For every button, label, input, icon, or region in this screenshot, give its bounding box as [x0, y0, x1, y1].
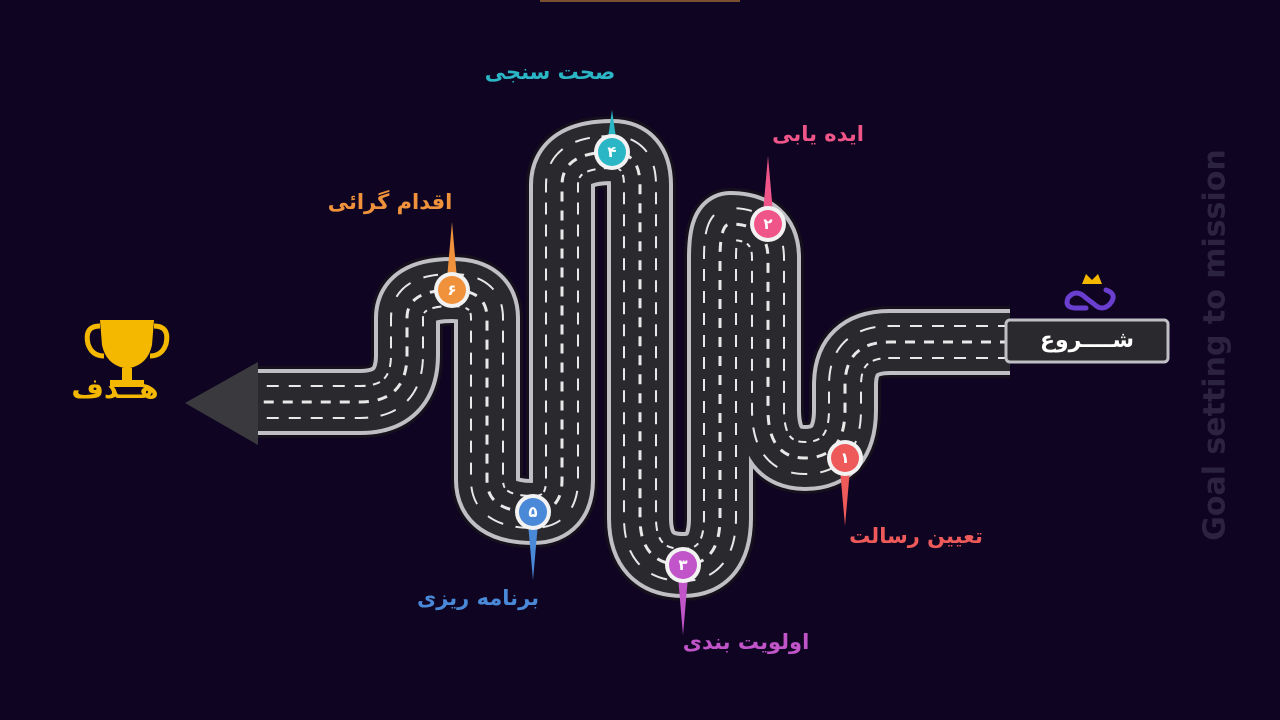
- milestone-number-5: ۵: [528, 503, 538, 521]
- milestone-label-3: اولویت بندی: [682, 630, 810, 654]
- milestone-label-6: اقدام گرائی: [327, 190, 453, 214]
- crown-logo-icon: [1064, 274, 1116, 311]
- side-title: Goal setting to mission: [1197, 149, 1233, 541]
- milestone-pin-4: [594, 110, 630, 170]
- pin-dot: [831, 444, 859, 472]
- milestone-pin-1: [827, 440, 863, 526]
- pin-dot: [598, 138, 626, 166]
- goal-label: هــدف: [71, 372, 159, 405]
- pin-dot: [669, 551, 697, 579]
- pin-dot: [438, 276, 466, 304]
- milestone-number-2: ۲: [763, 215, 773, 233]
- trophy-icon: [84, 320, 170, 387]
- milestone-label-1: تعیین رسالت: [849, 524, 983, 548]
- milestone-label-2: ایده یابی: [772, 122, 864, 146]
- start-sign: [1004, 318, 1170, 364]
- milestone-label-4: صحت سنجی: [484, 60, 616, 84]
- milestone-number-4: ۴: [607, 143, 617, 161]
- milestone-label-5: برنامه ریزی: [416, 586, 540, 610]
- pin-dot: [519, 498, 547, 526]
- pin-dot: [754, 210, 782, 238]
- milestone-pin-3: [665, 547, 701, 635]
- milestone-pin-2: [750, 156, 786, 242]
- road-arrowhead: [185, 362, 258, 445]
- milestone-pin-5: [515, 494, 551, 580]
- start-label: شــــروع: [1039, 328, 1135, 353]
- milestone-number-6: ۶: [447, 281, 457, 299]
- milestone-number-3: ۳: [678, 556, 688, 574]
- milestone-pin-6: [434, 222, 470, 308]
- top-accent-bar: [540, 0, 740, 2]
- milestone-number-1: ۱: [840, 449, 850, 467]
